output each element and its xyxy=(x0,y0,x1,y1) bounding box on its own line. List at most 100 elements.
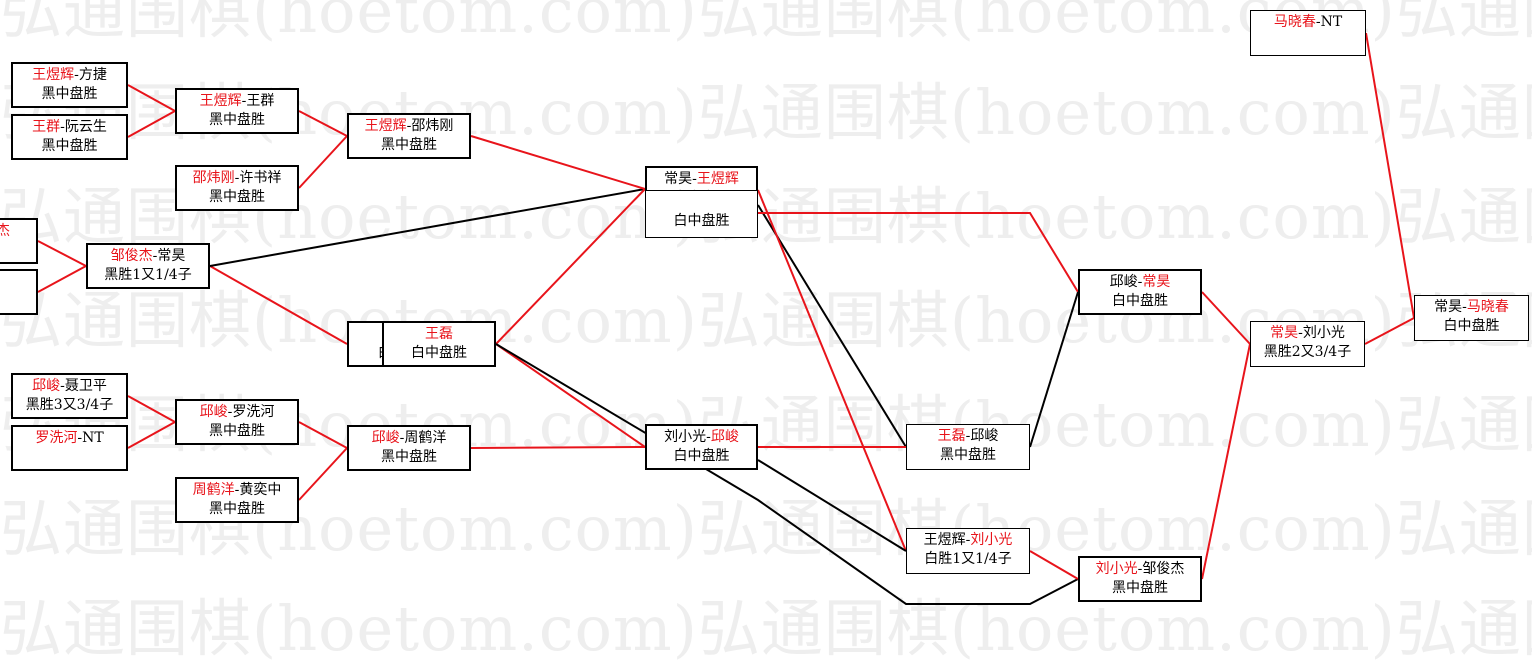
game-players: 刘小光-邹俊杰 xyxy=(1080,560,1200,579)
player-b: 刘小光 xyxy=(1302,325,1345,341)
link-g21-g23 xyxy=(1364,317,1415,345)
player-b: 罗洗河 xyxy=(232,404,275,420)
player-b: NT xyxy=(1320,14,1343,30)
player-a: 刘小光 xyxy=(664,429,707,445)
player-a: 邱峻 xyxy=(32,378,61,394)
player-b: 王群 xyxy=(246,93,275,109)
game-result: 黑中盘胜 xyxy=(41,86,98,102)
game-players: 王煜辉-方捷 xyxy=(13,66,126,85)
player-a: 常昊 xyxy=(1270,325,1299,341)
game-box-g10[interactable]: 邱峻-罗洗河 黑中盘胜 xyxy=(175,399,299,445)
player-b: 黄奕中 xyxy=(239,482,282,498)
player-separator: - xyxy=(965,532,971,548)
player-a: 王煜辉 xyxy=(32,67,75,83)
link-g15b-g19 xyxy=(758,212,1079,293)
game-box-g9[interactable]: 邹俊杰-常昊 黑胜1又1/4子 xyxy=(86,243,210,289)
game-box-g19[interactable]: 邱峻-常昊 白中盘胜 xyxy=(1078,269,1202,315)
player-b: 邹俊杰 xyxy=(1142,561,1185,577)
game-result: 白胜1又1/4子 xyxy=(924,551,1012,567)
game-players: 邱峻-周鹤洋 xyxy=(349,429,469,448)
player-separator: - xyxy=(1137,561,1143,577)
link-g10-g14 xyxy=(298,421,348,449)
game-result: 白中盘胜 xyxy=(1112,293,1168,309)
game-box-g2[interactable]: 王群-阮云生 黑中盘胜 xyxy=(11,114,128,160)
player-a: 王煜辉 xyxy=(923,532,966,548)
game-box-g22[interactable]: 马晓春-NT xyxy=(1250,10,1366,56)
game-players: 罗洗河-NT xyxy=(13,429,126,448)
game-result: 白中盘胜 xyxy=(1443,318,1500,334)
player-a: 罗洗河 xyxy=(35,430,78,446)
game-result: 黑胜3又3/4子 xyxy=(25,397,114,413)
game-box-g21[interactable]: 常昊-刘小光 黑胜2又3/4子 xyxy=(1250,321,1365,367)
player-a: 邱峻 xyxy=(371,430,400,446)
game-box-g11[interactable]: 周鹤洋-黄奕中 黑中盘胜 xyxy=(175,477,299,523)
game-result: 黑中盘胜 xyxy=(1112,580,1168,596)
player-a: 邵炜刚 xyxy=(192,170,235,186)
player-b: 邱峻 xyxy=(970,428,999,444)
game-box-g17[interactable]: 王磊-邱峻 黑中盘胜 xyxy=(906,424,1030,470)
game-players: 邱峻-罗洗河 xyxy=(177,403,297,422)
player-separator: - xyxy=(692,171,697,187)
player-separator: - xyxy=(965,428,971,444)
game-result: 黑中盘胜 xyxy=(41,138,98,154)
game-result: 胜 xyxy=(0,292,36,311)
link-g19-g21 xyxy=(1201,291,1251,345)
game-result: 黑中盘胜 xyxy=(209,501,265,517)
link-g9-g13 xyxy=(209,265,348,345)
game-box-g20[interactable]: 刘小光-邹俊杰 黑中盘胜 xyxy=(1078,556,1202,602)
game-players: 周鹤洋-黄奕中 xyxy=(177,481,297,500)
game-box-g3[interactable]: 邹俊杰 4子 xyxy=(0,218,38,264)
player-b: 阮云生 xyxy=(64,119,107,135)
game-players xyxy=(646,193,757,212)
game-result: 4子 xyxy=(0,241,36,260)
game-players: 昊 xyxy=(0,273,36,292)
game-players: 邹俊杰-常昊 xyxy=(88,247,208,266)
game-box-g13b[interactable]: 王磊 白中盘胜 xyxy=(382,321,496,367)
link-g1-g7 xyxy=(127,84,176,112)
player-a: 刘小光 xyxy=(1095,561,1138,577)
game-box-g18[interactable]: 王煜辉-刘小光 白胜1又1/4子 xyxy=(906,528,1030,574)
player-separator: - xyxy=(77,430,83,446)
player-b: 王煜辉 xyxy=(696,171,739,187)
game-players: 王磊 xyxy=(384,325,494,344)
bracket-links xyxy=(37,32,1415,605)
game-box-g12[interactable]: 王煜辉-邵炜刚 黑中盘胜 xyxy=(347,113,471,159)
game-box-g6[interactable]: 罗洗河-NT xyxy=(11,425,128,471)
player-a: 马晓春 xyxy=(1273,14,1316,30)
game-box-g14[interactable]: 邱峻-周鹤洋 黑中盘胜 xyxy=(347,425,471,471)
game-result: 黑中盘胜 xyxy=(209,189,265,205)
game-box-g15b[interactable]: 白中盘胜 xyxy=(645,190,758,238)
player-b: 邵炜刚 xyxy=(411,118,454,134)
game-players: 常昊-王煜辉 xyxy=(647,170,756,189)
player-b: 周鹤洋 xyxy=(404,430,447,446)
link-g11-g14 xyxy=(298,447,348,501)
player-separator: - xyxy=(1137,274,1143,290)
link-g9-g15 xyxy=(209,188,646,267)
player-b: 刘小光 xyxy=(970,532,1013,548)
link-g12-g15 xyxy=(470,135,646,190)
game-players: 王群-阮云生 xyxy=(13,118,126,137)
game-box-g7[interactable]: 王煜辉-王群 黑中盘胜 xyxy=(175,88,299,134)
game-players: 刘小光-邱峻 xyxy=(647,428,756,447)
game-box-g8[interactable]: 邵炜刚-许书祥 黑中盘胜 xyxy=(175,165,299,211)
game-box-g4[interactable]: 昊 胜 xyxy=(0,269,38,315)
player-a: 王煜辉 xyxy=(364,118,407,134)
player-separator: - xyxy=(60,119,65,135)
game-box-g5[interactable]: 邱峻-聂卫平 黑胜3又3/4子 xyxy=(11,373,128,419)
link-g3-g9 xyxy=(37,240,87,267)
game-players: 邱峻-聂卫平 xyxy=(13,377,126,396)
link-g13-g16 xyxy=(495,343,646,448)
link-g15-g18 xyxy=(757,189,907,552)
link-g22-g23 xyxy=(1365,32,1415,319)
game-box-g23[interactable]: 常昊-马晓春 白中盘胜 xyxy=(1414,295,1529,341)
player-b: 马晓春 xyxy=(1466,299,1509,315)
game-players: 王煜辉-王群 xyxy=(177,92,297,111)
game-result: 白中盘胜 xyxy=(673,213,730,229)
game-box-g1[interactable]: 王煜辉-方捷 黑中盘胜 xyxy=(11,62,128,108)
link-g4-g9 xyxy=(37,265,87,293)
game-players: 邵炜刚-许书祥 xyxy=(177,169,297,188)
game-players: 王煜辉-刘小光 xyxy=(907,531,1029,550)
link-g15-g17 xyxy=(757,204,907,448)
game-box-g16[interactable]: 刘小光-邱峻 白中盘胜 xyxy=(645,424,758,470)
game-result: 白中盘胜 xyxy=(411,345,467,361)
